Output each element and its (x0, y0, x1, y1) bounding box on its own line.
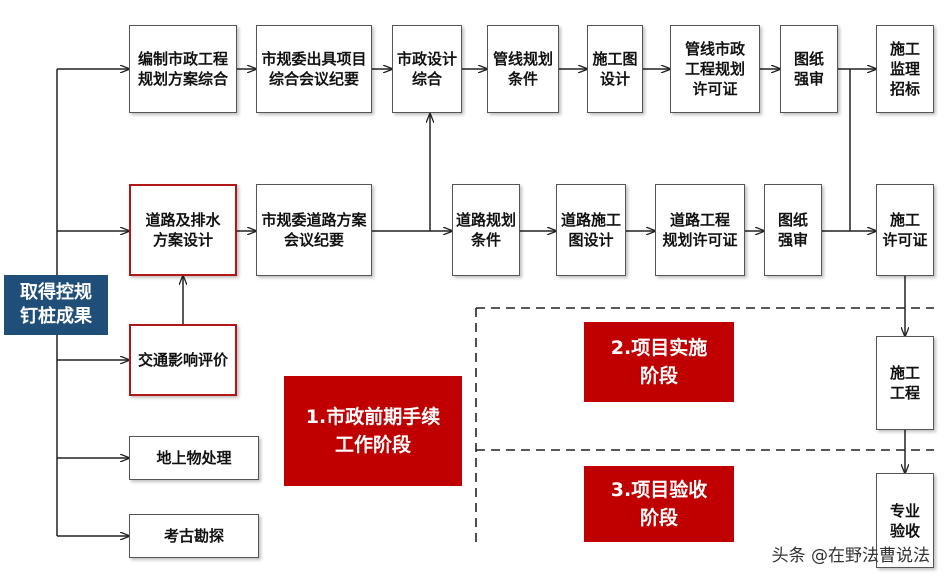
node-ground-objects: 地上物处理 (129, 436, 259, 480)
node-construction: 施工 工程 (876, 336, 934, 430)
stage-2-label: 2.项目实施 阶段 (584, 322, 734, 402)
watermark-text: 头条 @在野法曹说法 (771, 546, 930, 566)
node-pipeline-cond: 管线规划 条件 (487, 25, 559, 113)
node-pipeline-permit: 管线市政 工程规划 许可证 (670, 25, 760, 113)
node-build-permit: 施工 许可证 (876, 184, 934, 276)
node-review-top: 图纸 强审 (780, 25, 838, 113)
node-road-permit: 道路工程 规划许可证 (655, 184, 745, 276)
node-muni-design: 市政设计 综合 (392, 25, 462, 113)
node-review-road: 图纸 强审 (764, 184, 822, 276)
node-meeting-summary: 市规委出具项目 综合会议纪要 (256, 25, 372, 113)
stage-1-label: 1.市政前期手续 工作阶段 (284, 376, 462, 486)
node-construct-design: 施工图 设计 (587, 25, 643, 113)
node-road-meeting: 市规委道路方案 会议纪要 (256, 184, 372, 276)
node-road-drain: 道路及排水 方案设计 (129, 184, 237, 276)
node-road-construct: 道路施工 图设计 (556, 184, 626, 276)
node-plan-compile: 编制市政工程 规划方案综合 (129, 25, 237, 113)
node-road-cond: 道路规划 条件 (452, 184, 520, 276)
node-archaeology: 考古勘探 (129, 514, 259, 558)
node-supervision: 施工 监理 招标 (876, 25, 934, 113)
node-acceptance: 专业 验收 (876, 473, 934, 568)
stage-3-label: 3.项目验收 阶段 (584, 466, 734, 542)
start-node: 取得控规 钉桩成果 (4, 275, 108, 335)
node-traffic-eval: 交通影响评价 (129, 324, 237, 396)
